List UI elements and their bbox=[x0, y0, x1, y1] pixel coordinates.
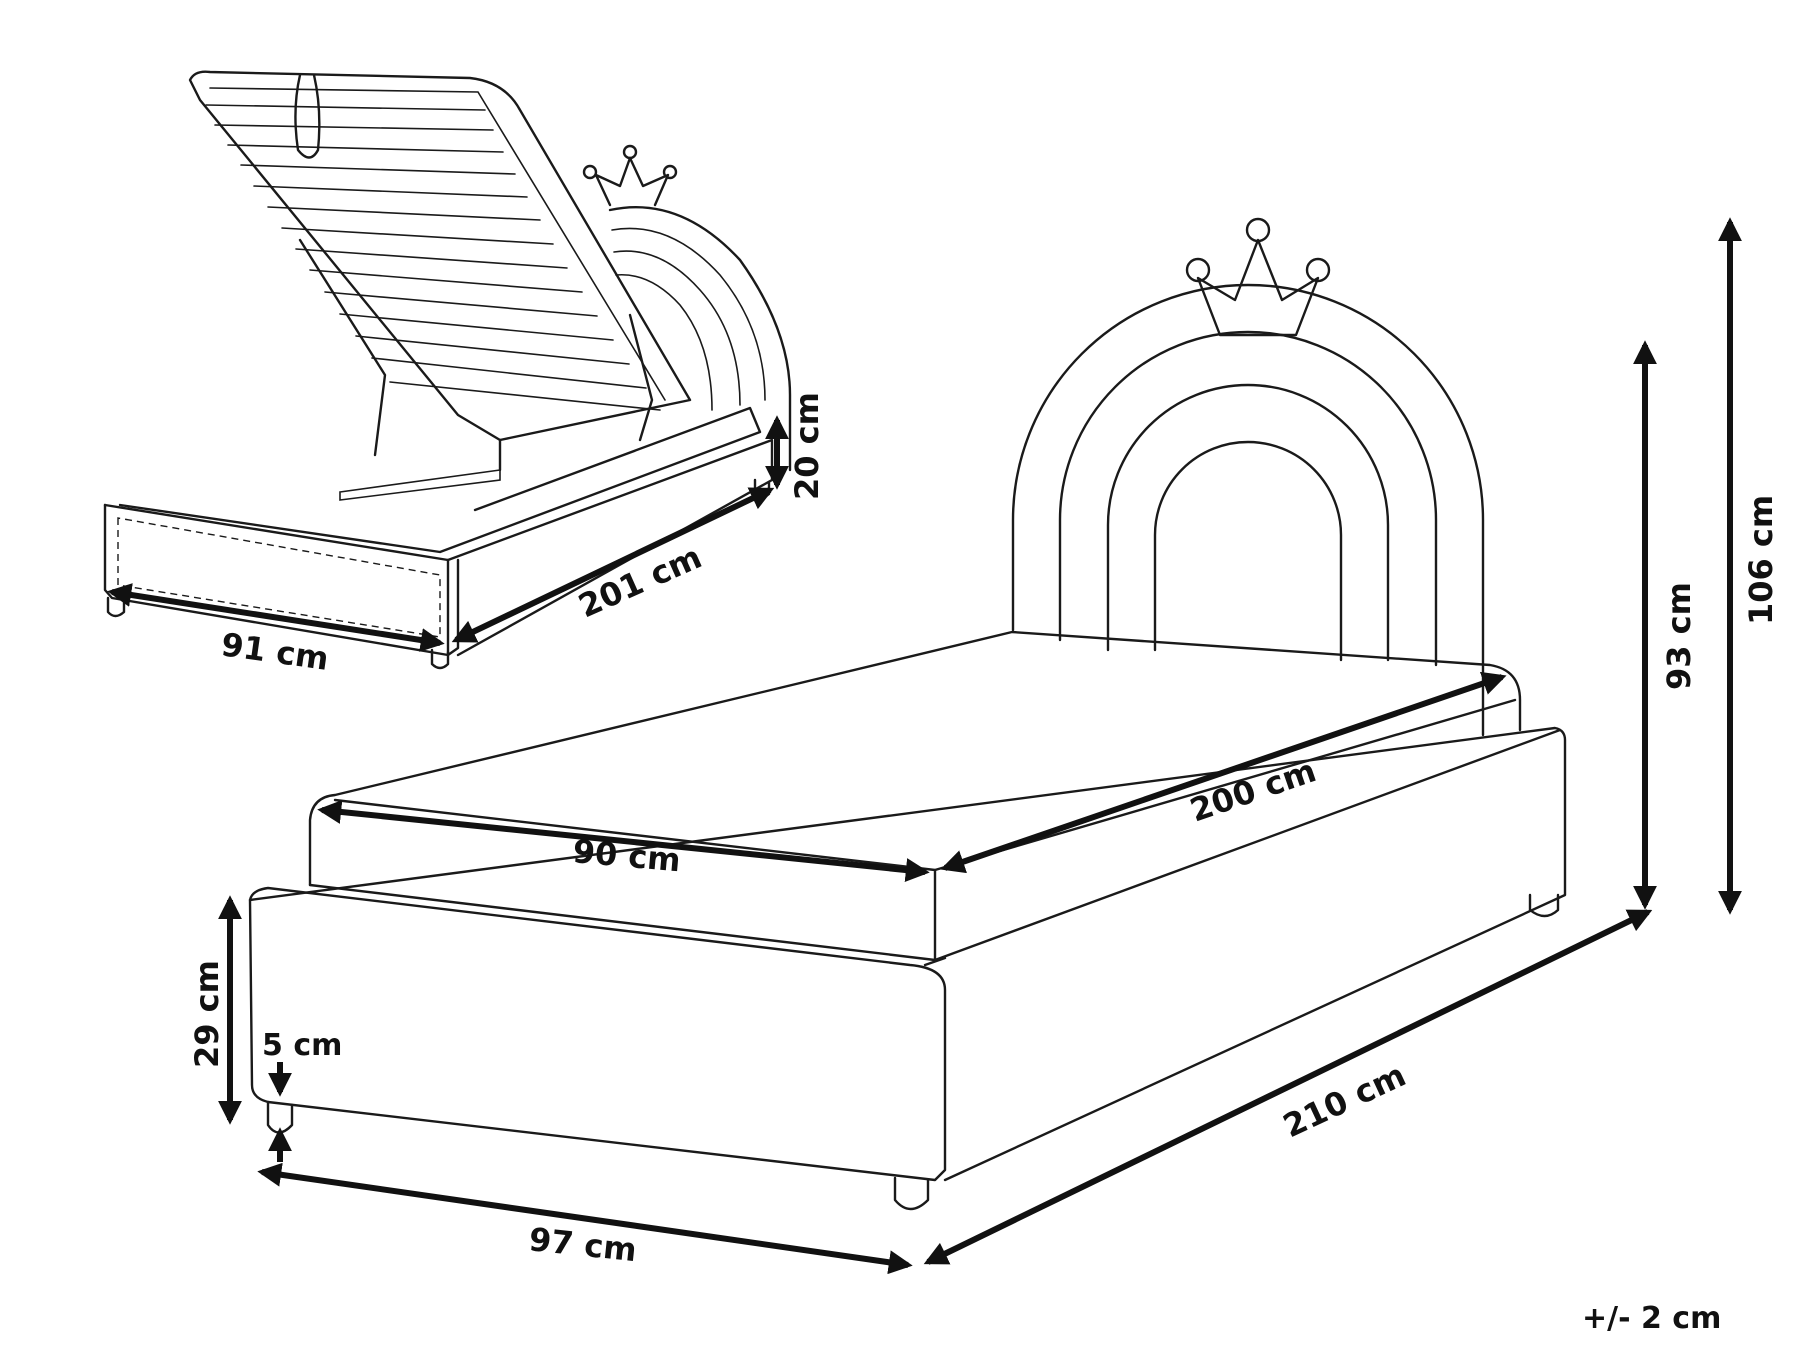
storage-width-arrow bbox=[107, 583, 445, 652]
frame-width-arrow bbox=[257, 1162, 913, 1275]
total-height-label: 106 cm bbox=[1742, 495, 1780, 625]
leg-height-label: 5 cm bbox=[262, 1028, 342, 1063]
frame-length-arrow bbox=[923, 909, 1653, 1265]
storage-bed-drawing bbox=[103, 70, 792, 670]
frame-width-label: 97 cm bbox=[527, 1220, 638, 1269]
bed-dimension-arrows bbox=[218, 217, 1742, 1275]
storage-length-arrow bbox=[451, 487, 775, 643]
frame-length-label: 210 cm bbox=[1277, 1056, 1411, 1145]
mattress-length-arrow bbox=[940, 671, 1507, 874]
frame-height-label: 29 cm bbox=[188, 960, 226, 1068]
headboard-height-label: 93 cm bbox=[1660, 582, 1698, 690]
bed-drawing bbox=[248, 217, 1567, 1211]
tolerance-label: +/- 2 cm bbox=[1582, 1301, 1721, 1336]
storage-dimension-arrows bbox=[107, 415, 789, 652]
mattress-width-arrow bbox=[317, 800, 930, 882]
storage-height-label: 20 cm bbox=[788, 392, 826, 500]
mattress-width-label: 90 cm bbox=[571, 832, 682, 879]
